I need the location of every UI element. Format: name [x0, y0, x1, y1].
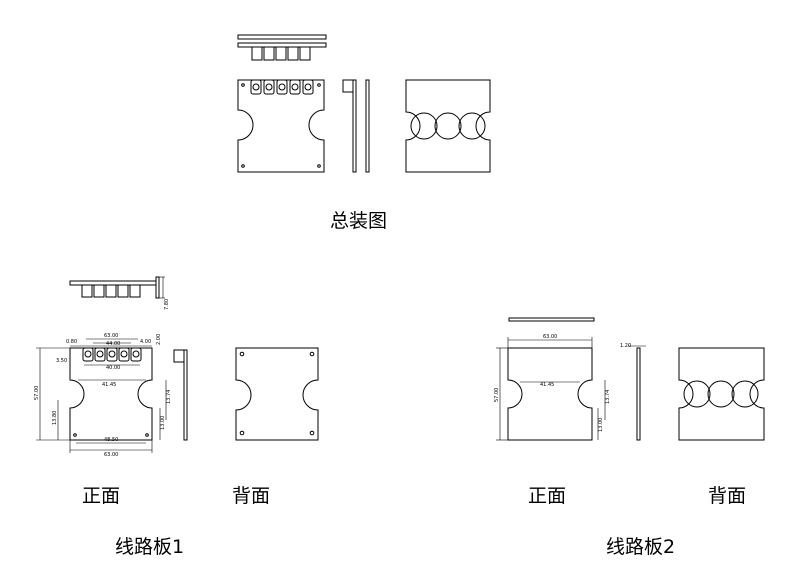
board1-led-row [82, 347, 142, 362]
b1-dim-top-f: 3.50 [56, 358, 67, 364]
b2-dim-right: 13.74 [605, 390, 611, 404]
b1-dim-left: 57.00 [34, 386, 40, 400]
assembly-side-view [342, 79, 370, 173]
led-row [250, 79, 314, 95]
b1-dim-top-d: 44.00 [106, 341, 120, 347]
board1-back-view [235, 347, 319, 441]
caption-board1-front: 正面 [82, 485, 121, 507]
board1-top-view [69, 276, 165, 299]
b1-dim-top-c: 63.00 [104, 333, 118, 339]
b2-dim-left: 57.00 [494, 388, 500, 402]
board2-side-view: 1.20 [620, 343, 646, 441]
b1-dim-right-small: 13.00 [160, 416, 166, 430]
b2-dim-top: 63.00 [543, 334, 557, 340]
b1-dim-side-a: 2.00 [156, 334, 162, 345]
b1-dim-bottom-b: 63.00 [104, 452, 118, 458]
b1-dim-inner: 41.45 [102, 382, 116, 388]
caption-board2-front: 正面 [528, 485, 567, 507]
b1-dim-bottom-a: 48.50 [104, 437, 118, 443]
b1-dim-top-e: 4.00 [140, 339, 151, 345]
assembly-top-view [237, 34, 327, 61]
caption-board2-title: 线路板2 [606, 536, 676, 558]
b2-dim-right-small: 13.00 [598, 418, 604, 432]
caption-board2-back: 背面 [708, 485, 747, 507]
b1-dim-side-c: 7.80 [164, 299, 170, 310]
b2-dim-side: 1.20 [620, 343, 631, 349]
b1-dim-right: 13.74 [166, 390, 172, 404]
b1-dim-top-a: 0.80 [66, 339, 77, 345]
board2-top-view [508, 317, 595, 322]
board2-front-view: 63.00 41.45 57.00 13.74 13.00 [494, 334, 611, 441]
board1-side-view [173, 349, 188, 441]
caption-board1-title: 线路板1 [115, 536, 185, 558]
b2-dim-inner: 41.45 [540, 382, 554, 388]
b1-dim-left-small: 13.80 [52, 411, 58, 425]
assembly-front-view [237, 79, 325, 173]
board2-back-view [678, 347, 765, 441]
caption-board1-back: 背面 [232, 485, 271, 507]
b1-dim-top-g: 40.00 [106, 365, 120, 371]
assembly-back-view [405, 79, 491, 173]
board1-front-view: 0.80 63.00 44.00 4.00 3.50 40.00 41.45 4… [34, 299, 172, 458]
caption-assembly: 总装图 [330, 210, 388, 232]
